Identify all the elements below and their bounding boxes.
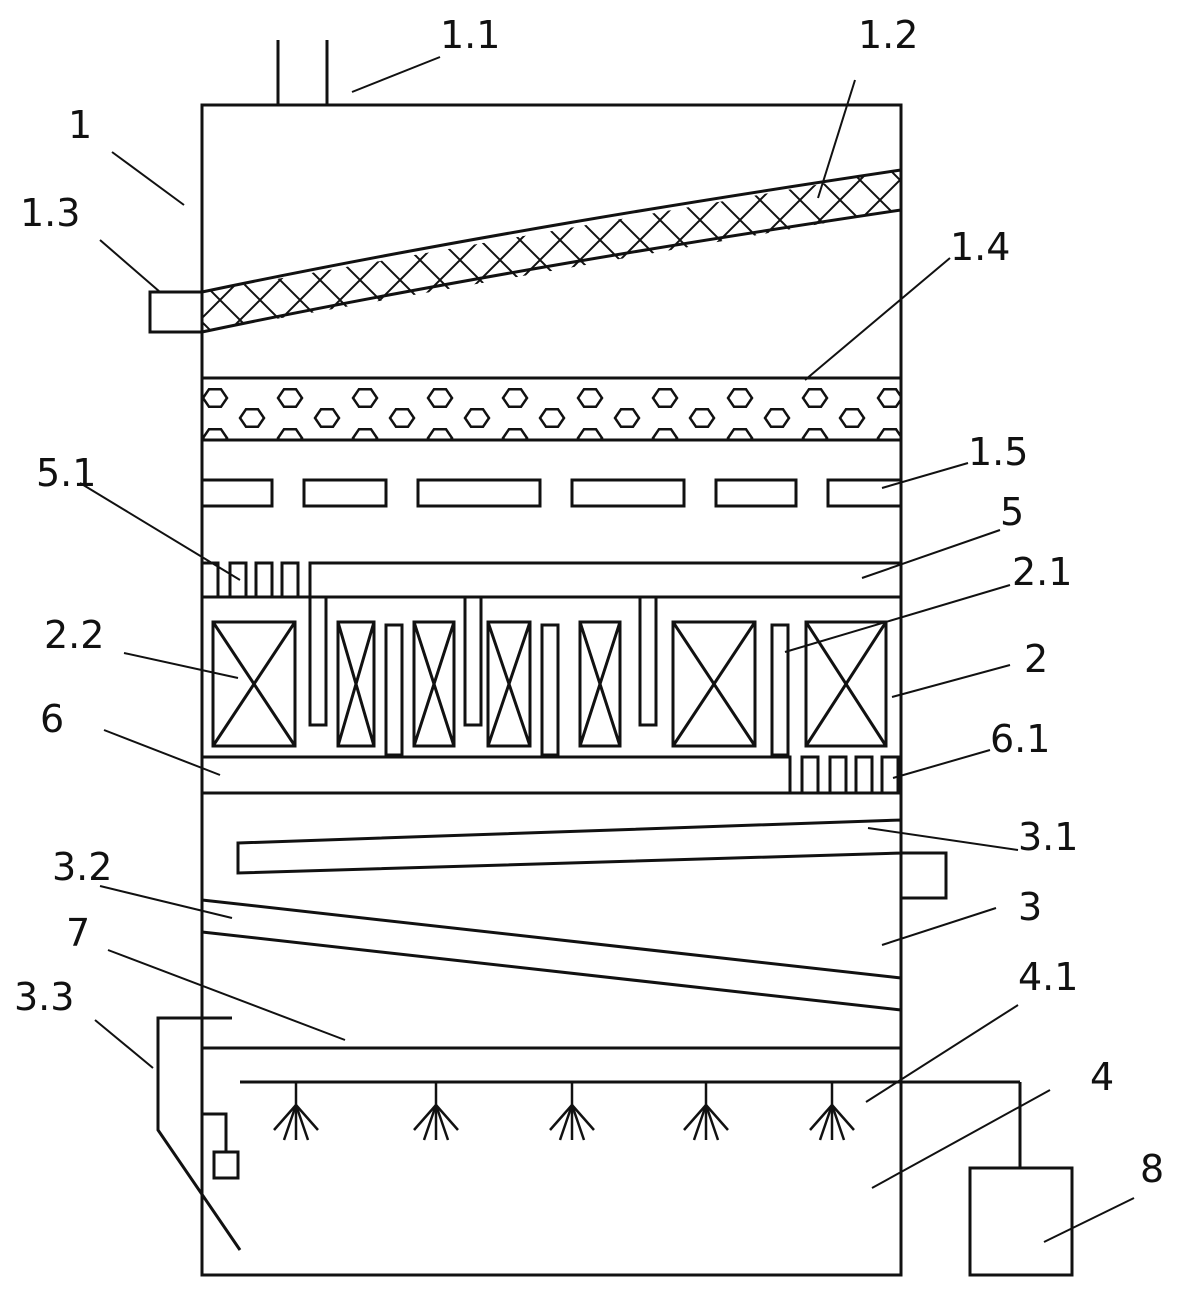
spray-nozzle [413,1082,459,1141]
leader-lines [79,56,1135,1243]
label-3-2: 3.2 [52,845,112,889]
spray-nozzle [273,1082,319,1141]
packing-hex [726,427,754,440]
packing-hex [276,427,304,440]
label-1-4: 1.4 [950,225,1010,269]
packing-hex [726,387,754,409]
packing-hex [351,387,379,409]
inclined-plates [201,898,902,1012]
label-1-1: 1.1 [440,13,500,57]
label-2-2: 2.2 [44,613,104,657]
top-outlet-pipe [276,40,329,105]
packing-hex [576,427,604,440]
label-1-5: 1.5 [968,430,1028,474]
partition-and-drain [156,1016,901,1251]
upper-header [200,561,901,727]
packing-hex [426,387,454,409]
label-8: 8 [1140,1147,1164,1191]
label-4-1: 4.1 [1018,955,1078,999]
packing-hex [763,407,791,429]
label-7: 7 [66,911,90,955]
callout-labels: 1.1 1 1.3 1.2 1.4 1.5 5.1 5 2.1 2.2 2 6 … [14,13,1164,1191]
label-3: 3 [1018,885,1042,929]
spray-header [240,1080,1022,1168]
packing-hex [351,427,379,440]
packing-hex [463,407,491,429]
packing-hex [313,407,341,429]
packing-hex [838,407,866,429]
packing-hex [388,407,416,429]
label-1: 1 [68,103,92,147]
packing-hex [876,387,901,409]
label-3-1: 3.1 [1018,815,1078,859]
spray-nozzle [549,1082,595,1141]
housing-outline [200,103,903,1277]
packing-hex [501,427,529,440]
inclined-mesh-filter [201,168,902,334]
packing-hex [276,387,304,409]
baffle-slots [200,478,903,508]
external-tank [968,1166,1074,1277]
packing-hex [651,427,679,440]
packing-hex [202,387,229,409]
level-sensor [202,1112,240,1180]
packing-hex [876,427,901,440]
side-inlet [148,290,204,334]
lower-header [200,755,901,795]
packing-layer [202,376,901,442]
packing-hex [651,387,679,409]
packing-hex [538,407,566,429]
packing-hex [801,387,829,409]
label-4: 4 [1090,1055,1114,1099]
packing-hex [238,407,266,429]
label-1-2: 1.2 [858,13,918,57]
module-zone [211,620,888,757]
label-2-1: 2.1 [1012,550,1072,594]
packing-hex [801,427,829,440]
packing-hex [613,407,641,429]
spray-nozzle [683,1082,729,1141]
label-5-1: 5.1 [36,451,96,495]
label-6: 6 [40,697,64,741]
packing-hex [501,387,529,409]
label-1-3: 1.3 [20,191,80,235]
collection-trough [236,818,948,900]
packing-hex [576,387,604,409]
label-2: 2 [1024,637,1048,681]
label-6-1: 6.1 [990,717,1050,761]
packing-hex [202,427,229,440]
label-5: 5 [1000,490,1024,534]
packing-hex [426,427,454,440]
packing-hex [688,407,716,429]
spray-nozzle [809,1082,855,1141]
label-3-3: 3.3 [14,975,74,1019]
